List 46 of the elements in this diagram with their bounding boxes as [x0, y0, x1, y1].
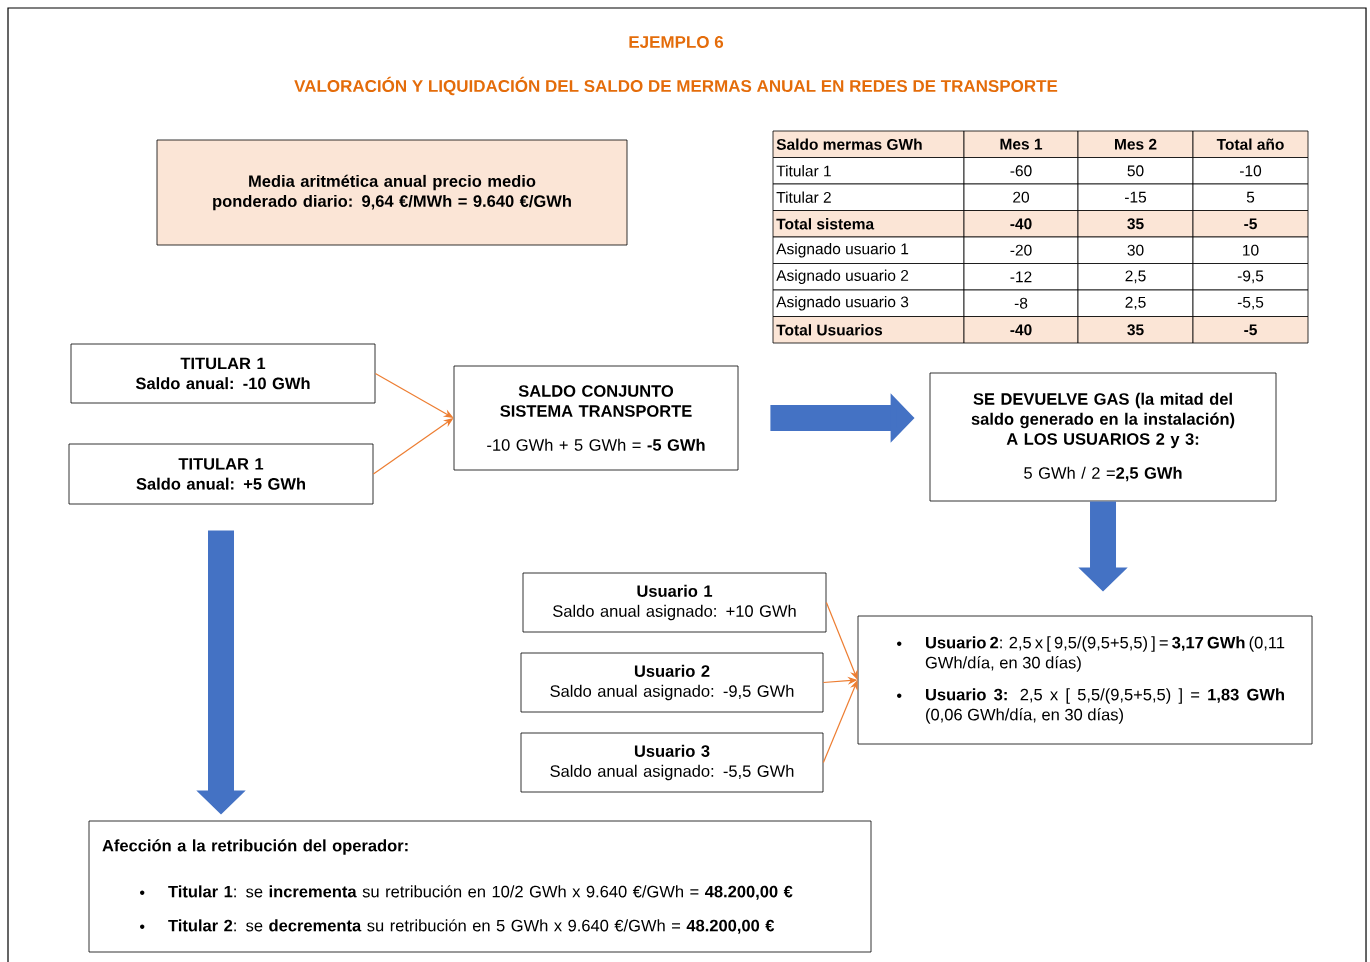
table-cell: Asignado usuario 2 — [772, 263, 965, 291]
table-cell: 2,5 — [1077, 263, 1194, 291]
table-cell: -20 — [963, 236, 1079, 264]
result-box: Usuario 2: 2,5 x [ 9,5/(9,5+5,5) ] = 3,17 GWh (0,11 GWh/día, en 30 días) Usuario 3: 2,5 x [ 5,5/(9,5+5,5) ] = 1,83 GWh (0,06 GWh/día, en 30 días) — [857, 615, 1313, 745]
table-cell: Titular 1 — [772, 157, 965, 185]
arrow — [822, 680, 858, 764]
table-cell: 35 — [1077, 210, 1194, 238]
table-cell: -5 — [1192, 316, 1309, 344]
table-cell: 35 — [1077, 316, 1194, 344]
table-cell: 30 — [1077, 236, 1194, 264]
arrow — [825, 601, 858, 680]
process-box: Usuario 3 Saldo anual asignado: -5,5 GWh — [520, 732, 824, 793]
table-cell: -12 — [963, 263, 1079, 291]
table-cell: -15 — [1077, 183, 1194, 211]
table-cell: -10 — [1192, 157, 1309, 185]
table-cell: Mes 2 — [1077, 130, 1194, 158]
subtitle: VALORACIÓN Y LIQUIDACIÓN DEL SALDO DE MERMAS ANUAL EN REDES DE TRANSPORTE — [294, 76, 1058, 96]
process-box: TITULAR 1 Saldo anual: +5 GWh — [68, 443, 374, 505]
table-cell: Asignado usuario 3 — [772, 289, 965, 317]
table-cell: 20 — [963, 183, 1079, 211]
table-cell: -9,5 — [1192, 263, 1309, 291]
table-cell: Total Usuarios — [772, 316, 965, 344]
process-box: Usuario 2 Saldo anual asignado: -9,5 GWh — [520, 652, 824, 713]
table-cell: -5,5 — [1192, 289, 1309, 317]
table-cell: Total sistema — [772, 210, 965, 238]
info-box: Media aritmética anual precio medio ponderado diario: 9,64 €/MWh = 9.640 €/GWh — [156, 139, 628, 246]
process-box: Usuario 1 Saldo anual asignado: +10 GWh — [522, 572, 827, 633]
table-cell: 2,5 — [1077, 289, 1194, 317]
table-cell: -8 — [963, 289, 1079, 317]
table-cell: -60 — [963, 157, 1079, 185]
title: EJEMPLO 6 — [629, 36, 724, 49]
table-cell: -40 — [963, 210, 1079, 238]
table-cell: Total año — [1192, 130, 1309, 158]
table-cell: Asignado usuario 1 — [772, 236, 965, 264]
process-box: SE DEVUELVE GAS (la mitad del saldo generado en la instalación) A LOS USUARIOS 2 y 3: 5 GWh / 2 =2,5 GWh — [929, 372, 1277, 502]
process-box: SALDO CONJUNTO SISTEMA TRANSPORTE -10 GWh + 5 GWh = -5 GWh — [453, 365, 739, 471]
process-box: TITULAR 1 Saldo anual: -10 GWh — [70, 343, 376, 404]
table-cell: 10 — [1192, 236, 1309, 264]
table-cell: 5 — [1192, 183, 1309, 211]
table-cell: -40 — [963, 316, 1079, 344]
table-cell: Titular 2 — [772, 183, 965, 211]
table-cell: 50 — [1077, 157, 1194, 185]
table-cell: Saldo mermas GWh — [772, 130, 965, 158]
table-cell: -5 — [1192, 210, 1309, 238]
result-box: Afección a la retribución del operador: Titular 1: se incrementa su retribución en 10/2 GWh x 9.640 €/GWh = 48.200,00 € Titular 2: se decrementa su retribución en 5 GWh x 9.640 €/GWh = 48.200,00 € — [88, 820, 872, 953]
table-cell: Mes 1 — [963, 130, 1079, 158]
